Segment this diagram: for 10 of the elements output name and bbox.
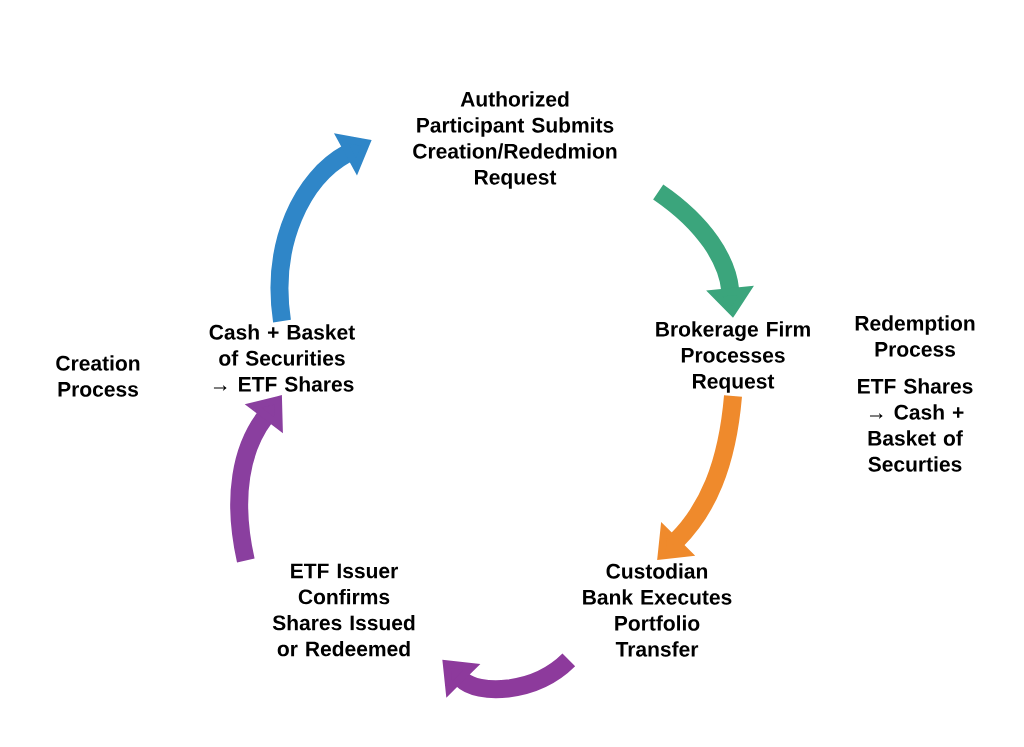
cycle-arrow [657,395,742,560]
step-text: Custodian Bank Executes Portfolio Transfer [583,563,732,657]
side-label: Redemption Process [855,315,975,357]
step-text: Brokerage Firm Processes Request [656,321,810,393]
step-text: ETF Issuer Confirms Shares Issued or Redeemed [272,563,415,657]
side-label: ETF Shares → Cash + Basket of Securties [858,378,973,472]
side-label: Creation Process [56,355,140,397]
cycle-arrow [442,653,575,699]
step-text: Cash + Basket of Securities → ETF Shares [209,324,355,392]
step-text: Authorized Participant Submits Creation/Rededmion Request [413,91,617,189]
